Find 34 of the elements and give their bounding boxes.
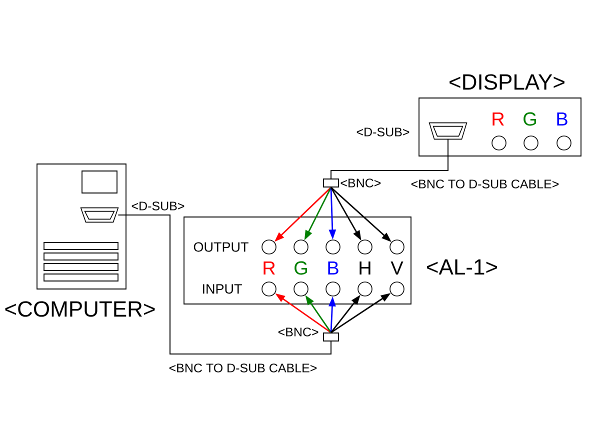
connector-label: <BNC> xyxy=(340,178,381,188)
cable-line xyxy=(330,138,448,180)
socket-circle xyxy=(262,240,276,254)
channel-letter: G xyxy=(524,112,536,126)
channel-letter: R xyxy=(264,261,275,275)
device-title: <DISPLAY> xyxy=(450,74,564,90)
channel-letter: G xyxy=(294,261,307,275)
row-label: INPUT xyxy=(203,284,242,294)
connector-label: <BNC> xyxy=(278,328,318,336)
socket-circle xyxy=(390,282,404,296)
channel-letter: H xyxy=(360,261,370,275)
channel-letter: B xyxy=(557,112,568,126)
row-label: OUTPUT xyxy=(194,242,248,252)
socket-circle xyxy=(358,240,372,254)
cable-line xyxy=(118,214,332,354)
socket-circle xyxy=(262,282,276,296)
connector-label: <D-SUB> xyxy=(356,128,410,136)
socket-circle xyxy=(524,136,538,150)
connector-label: <D-SUB> xyxy=(132,202,184,210)
device-title: <AL-1> xyxy=(427,259,497,275)
channel-letter: V xyxy=(390,261,404,275)
edge-label: <BNC TO D-SUB CABLE> xyxy=(410,178,560,190)
socket-circle xyxy=(326,240,340,254)
socket-circle xyxy=(358,282,372,296)
socket-circle xyxy=(294,240,308,254)
channel-letter: R xyxy=(492,112,504,126)
channel-letter: B xyxy=(328,261,338,275)
socket-circle xyxy=(326,282,340,296)
socket-circle xyxy=(294,282,308,296)
edge-label: <BNC TO D-SUB CABLE> xyxy=(168,362,318,374)
socket-circle xyxy=(492,136,506,150)
device-title: <COMPUTER> xyxy=(5,301,155,317)
socket-circle xyxy=(390,240,404,254)
socket-circle xyxy=(556,136,572,150)
